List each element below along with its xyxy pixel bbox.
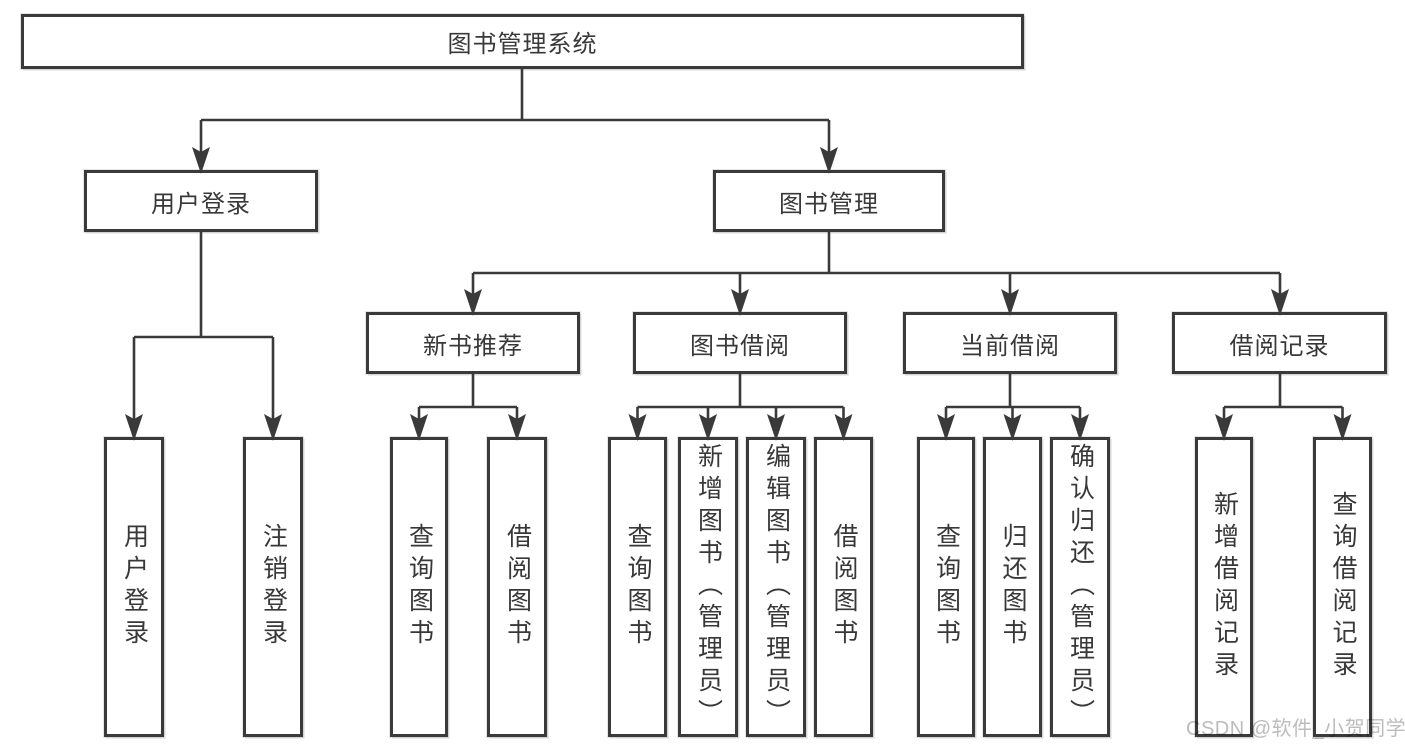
node-new-book-recommend: 新书推荐	[366, 312, 580, 374]
leaf-query-books-current: 查询图书	[917, 437, 975, 737]
leaf-logout: 注销登录	[243, 437, 303, 737]
node-borrow-records: 借阅记录	[1172, 312, 1387, 374]
leaf-add-borrow-record: 新增借阅记录	[1195, 437, 1253, 737]
csdn-watermark: CSDN @软件_小贺同学	[1186, 718, 1405, 740]
leaf-borrow-books: 借阅图书	[814, 437, 873, 737]
leaf-return-book: 归还图书	[983, 437, 1042, 737]
node-book-management: 图书管理	[713, 170, 945, 232]
leaf-user-login: 用户登录	[104, 437, 164, 737]
leaf-query-books-borrow: 查询图书	[608, 437, 667, 737]
node-book-borrow: 图书借阅	[633, 312, 847, 374]
leaf-edit-book-admin: 编辑图书（管理员）	[746, 437, 806, 737]
leaf-confirm-return-admin: 确认归还（管理员）	[1050, 437, 1110, 737]
node-root-library-system: 图书管理系统	[21, 14, 1024, 69]
leaf-query-borrow-record: 查询借阅记录	[1313, 437, 1372, 737]
node-user-login: 用户登录	[84, 170, 318, 232]
leaf-query-books-recommend: 查询图书	[390, 437, 448, 737]
leaf-add-book-admin: 新增图书（管理员）	[678, 437, 738, 737]
leaf-borrow-books-recommend: 借阅图书	[487, 437, 547, 737]
node-current-borrow: 当前借阅	[903, 312, 1117, 374]
